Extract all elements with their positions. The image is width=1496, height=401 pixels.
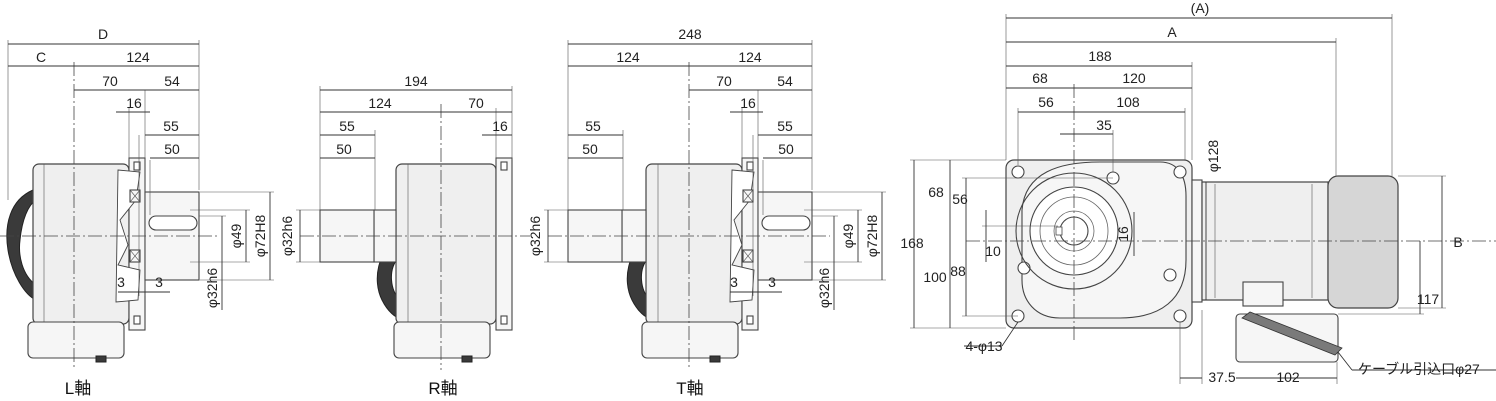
- view-label-r: R軸: [428, 379, 457, 398]
- dim-70: 70: [102, 73, 118, 89]
- dim-phi32h6-t-right: φ32h6: [816, 268, 832, 308]
- dim-16: 16: [126, 95, 142, 111]
- dim-16-front: 16: [1115, 226, 1131, 242]
- dim-70-r: 70: [468, 95, 484, 111]
- dim-phi32h6-t-left: φ32h6: [527, 216, 543, 256]
- dim-37-5: 37.5: [1208, 369, 1235, 385]
- dim-124: 124: [126, 49, 150, 65]
- dim-phi32h6-r: φ32h6: [279, 216, 295, 256]
- dim-124-t-right: 124: [738, 49, 762, 65]
- dim-55-t-left: 55: [585, 118, 601, 134]
- dim-55-t-right: 55: [777, 118, 793, 134]
- dim-55: 55: [163, 118, 179, 134]
- dim-phi72h8: φ72H8: [252, 215, 268, 258]
- dim-16-r: 16: [492, 118, 508, 134]
- dim-248: 248: [678, 26, 702, 42]
- dim-168: 168: [900, 235, 924, 251]
- dim-3-right: 3: [155, 274, 163, 290]
- dim-68-side: 68: [928, 184, 944, 200]
- dim-phi49: φ49: [228, 223, 244, 248]
- dim-phi32h6: φ32h6: [204, 268, 220, 308]
- dim-b: B: [1453, 234, 1462, 250]
- view-t-shaft: 248 124 124 70 54 16 55 55 50 50 3 3 φ32…: [527, 26, 886, 398]
- dim-56-top: 56: [1038, 94, 1054, 110]
- view-label-l: L軸: [65, 379, 91, 398]
- dim-50-r: 50: [336, 141, 352, 157]
- dim-c: C: [36, 49, 46, 65]
- dim-a: A: [1167, 24, 1177, 40]
- dim-holes: 4-φ13: [965, 338, 1002, 354]
- view-l-shaft: D C 124 70 54 16 55 50 3 3 φ49 φ72H8 φ32…: [0, 26, 274, 398]
- dim-194: 194: [404, 73, 428, 89]
- dim-50-t-right: 50: [778, 141, 794, 157]
- dim-56-side: 56: [952, 191, 968, 207]
- dim-124-t-left: 124: [616, 49, 640, 65]
- dim-50-t-left: 50: [582, 141, 598, 157]
- dim-16-t: 16: [740, 95, 756, 111]
- dim-117: 117: [1417, 291, 1440, 307]
- dim-d: D: [98, 26, 108, 42]
- dim-120: 120: [1122, 70, 1146, 86]
- dim-phi128: φ128: [1205, 140, 1221, 173]
- dim-55-r: 55: [339, 118, 355, 134]
- dim-phi72h8-t: φ72H8: [864, 215, 880, 258]
- dim-35: 35: [1096, 117, 1112, 133]
- dim-70-t: 70: [716, 73, 732, 89]
- dim-3-left: 3: [117, 274, 125, 290]
- dim-50: 50: [164, 141, 180, 157]
- dim-124-r: 124: [368, 95, 392, 111]
- dim-188: 188: [1088, 48, 1112, 64]
- dim-102: 102: [1276, 369, 1300, 385]
- cable-entry-label: ケーブル引込口φ27: [1358, 361, 1480, 377]
- dim-phi49-t: φ49: [840, 223, 856, 248]
- view-label-t: T軸: [676, 379, 703, 398]
- dim-88: 88: [950, 263, 966, 279]
- dim-3-t-right: 3: [768, 274, 776, 290]
- dim-3-t-left: 3: [730, 274, 738, 290]
- view-front-with-motor: (A) A 188 68 120 56 108 35 φ128 68 56 16…: [900, 0, 1496, 385]
- dim-10: 10: [985, 243, 1001, 259]
- dim-100: 100: [923, 269, 947, 285]
- dim-paren-a: (A): [1191, 0, 1210, 16]
- dim-54: 54: [164, 73, 180, 89]
- dim-108: 108: [1116, 94, 1140, 110]
- view-r-shaft: 194 124 70 16 55 50 φ32h6 R軸: [279, 73, 530, 398]
- dim-54-t: 54: [777, 73, 793, 89]
- dim-68: 68: [1032, 70, 1048, 86]
